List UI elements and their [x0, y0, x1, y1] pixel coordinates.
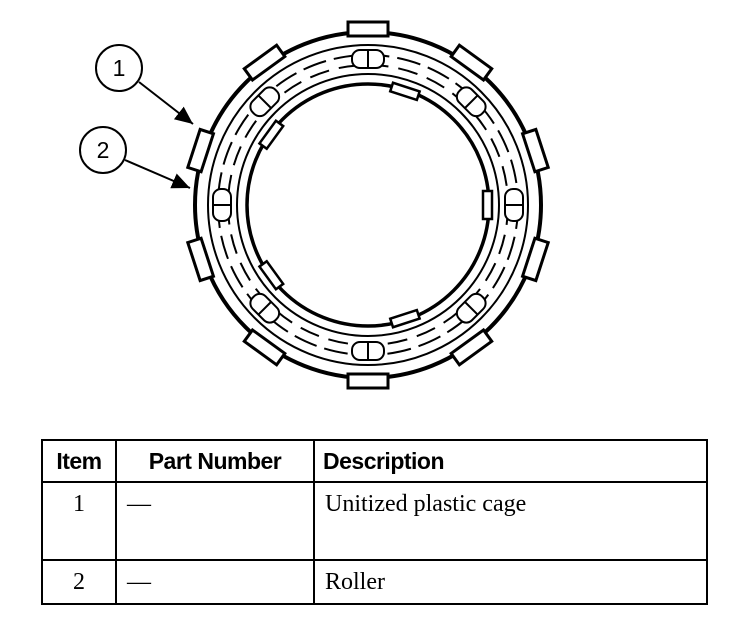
outer-tab [346, 372, 390, 390]
outer-tab [346, 20, 390, 38]
cell-description: Roller [313, 559, 708, 605]
table-row: 1 — Unitized plastic cage [41, 481, 708, 561]
callout-1-circle [95, 44, 143, 92]
cage-inner-rim [245, 82, 491, 328]
outer-tab [242, 327, 287, 367]
outer-tab [449, 327, 494, 367]
outer-tabs [185, 20, 551, 390]
callout-2-leader [124, 159, 191, 189]
callout-1-leader [138, 81, 194, 125]
parts-table: Item Part Number Description 1 — Unitize… [41, 439, 708, 605]
bearing-diagram: 1 2 [79, 20, 551, 390]
inner-tab [257, 259, 285, 291]
inner-tabs [257, 81, 494, 329]
table-header-row: Item Part Number Description [41, 439, 708, 483]
cell-part-number: — [115, 481, 315, 561]
callout-2-label: 2 [97, 137, 110, 163]
header-part-number: Part Number [115, 439, 315, 483]
cage-inner-band [236, 73, 500, 337]
cell-description: Unitized plastic cage [313, 481, 708, 561]
roller [455, 86, 487, 118]
header-description: Description [313, 439, 708, 483]
cage-outer-band [207, 44, 529, 366]
cell-item: 1 [41, 481, 117, 561]
inner-tab [481, 189, 494, 221]
bearing-assembly [185, 20, 551, 390]
outer-tab [449, 43, 494, 83]
cell-part-number: — [115, 559, 315, 605]
roller [249, 86, 281, 118]
outer-tab [185, 127, 216, 174]
inner-tab [257, 119, 285, 151]
callout-2: 2 [79, 126, 191, 189]
inner-tab [388, 308, 422, 329]
outer-tab [520, 236, 551, 283]
roller [249, 292, 281, 324]
inner-tab [388, 81, 422, 102]
outer-tab [185, 236, 216, 283]
roller [212, 188, 232, 222]
callout-2-circle [79, 126, 127, 174]
header-item: Item [41, 439, 117, 483]
roller [455, 292, 487, 324]
roller [351, 49, 385, 69]
cell-item: 2 [41, 559, 117, 605]
outer-tab [520, 127, 551, 174]
rollers [212, 49, 524, 361]
roller [504, 188, 524, 222]
table-row: 2 — Roller [41, 559, 708, 605]
callout-1-label: 1 [113, 55, 126, 81]
roller [351, 341, 385, 361]
callout-1: 1 [95, 44, 194, 125]
outer-tab [242, 43, 287, 83]
